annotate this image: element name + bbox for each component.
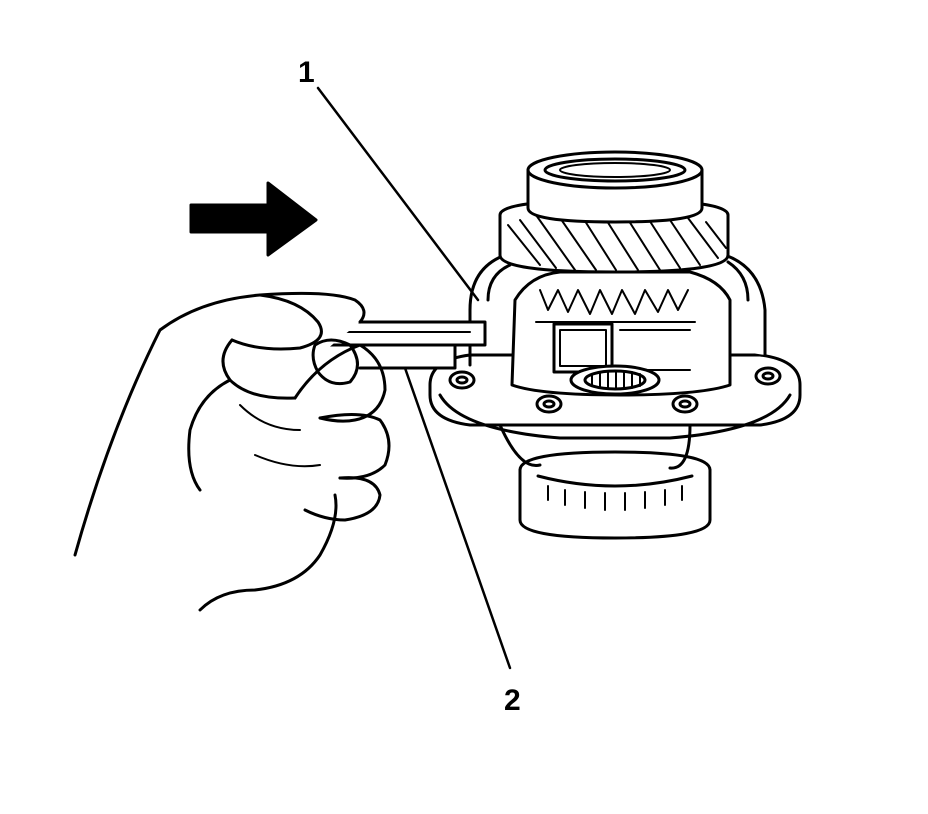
lower-bearing: [518, 450, 712, 540]
leader-lines: [316, 86, 512, 670]
upper-bearing: [526, 150, 704, 224]
callout-2: 2: [504, 684, 521, 717]
arrow-right-icon: [189, 181, 318, 257]
hand: [73, 291, 391, 612]
leader-line-1: [316, 86, 480, 302]
tool-bar: [328, 320, 487, 370]
callout-1: 1: [298, 56, 315, 89]
differential-case: [428, 248, 802, 470]
leader-line-2: [403, 366, 512, 670]
